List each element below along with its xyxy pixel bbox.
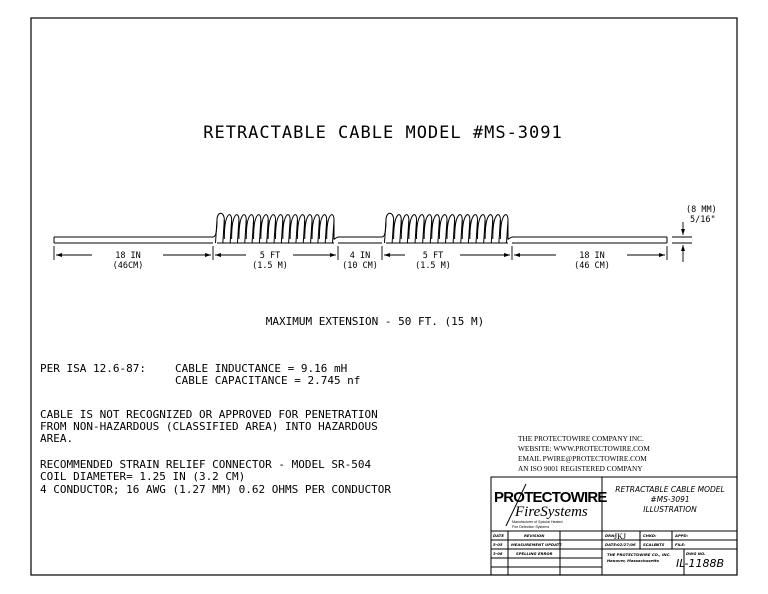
dim-coil1-ft: 5 FT xyxy=(260,251,280,261)
dim-seg2-in: 18 IN xyxy=(579,251,605,261)
dim-coil2-ft: 5 FT xyxy=(423,251,443,261)
coil-turn xyxy=(280,219,284,244)
coil-turn xyxy=(483,219,486,244)
coil-turn xyxy=(429,219,433,244)
coil-turn xyxy=(244,219,247,244)
company-line-4: AN ISO 9001 REGISTERED COMPANY xyxy=(518,464,643,473)
coil-turn xyxy=(215,219,218,244)
company-line-1: THE PROTECTOWIRE COMPANY INC. xyxy=(518,434,644,443)
coil-turn xyxy=(324,219,328,244)
coil-turn xyxy=(391,219,395,244)
coil-turn xyxy=(310,219,313,244)
tb-date-val: 02/27/06 xyxy=(617,542,636,547)
title-block xyxy=(490,476,738,576)
coil-turn xyxy=(251,219,255,244)
note-isa-prefix: PER ISA 12.6-87: xyxy=(40,362,146,375)
coil-right xyxy=(381,212,514,244)
svg-text:PROTECTOWIRE: PROTECTOWIRE xyxy=(494,489,607,506)
company-line-2: WEBSITE: WWW.PROTECTOWIRE.COM xyxy=(518,444,650,453)
dim-coil2-m: (1.5 M) xyxy=(415,261,451,271)
coil-turn xyxy=(452,219,456,244)
svg-text:Manufacturer of Special Heated: Manufacturer of Special Heated xyxy=(512,520,563,524)
coil-turn xyxy=(406,219,410,244)
coil-turn xyxy=(266,219,269,244)
coil-turn xyxy=(273,219,276,244)
coil-turn xyxy=(229,219,233,244)
svg-text:Fire Detection Systems: Fire Detection Systems xyxy=(512,525,549,529)
dimension-arrows xyxy=(56,229,685,257)
tb-desc-3: ILLUSTRATION xyxy=(643,505,697,514)
coil-turn xyxy=(302,219,306,244)
tb-desc-2: #MS-3091 xyxy=(650,495,689,504)
note-capacitance: CABLE CAPACITANCE = 2.745 nf xyxy=(175,374,360,387)
tb-hdr-revision: REVISION xyxy=(524,533,545,538)
coil-path xyxy=(381,212,514,240)
tb-hdr-chkd: CHKD: xyxy=(643,533,657,538)
coil-turn xyxy=(384,219,387,244)
coil-turn xyxy=(490,219,494,244)
drawing-title: RETRACTABLE CABLE MODEL #MS-3091 xyxy=(203,123,563,143)
company-line-3: EMAIL PWIRE@PROTECTOWIRE.COM xyxy=(518,454,647,463)
note-coil-diameter: COIL DIAMETER= 1.25 IN (3.2 CM) xyxy=(40,470,245,483)
coil-turn xyxy=(498,219,501,244)
coil-turn xyxy=(222,219,225,244)
note-warning-2: FROM NON-HAZARDOUS (CLASSIFIED AREA) INT… xyxy=(40,420,378,433)
tb-row1-date: 5-05 xyxy=(493,542,503,547)
note-strain-relief: RECOMMENDED STRAIN RELIEF CONNECTOR - MO… xyxy=(40,458,372,471)
cable-straight-left xyxy=(53,236,213,244)
coil-left xyxy=(212,212,340,244)
coil-turn xyxy=(445,219,448,244)
dim-seg1-cm: (46CM) xyxy=(113,261,144,271)
note-warning-3: AREA. xyxy=(40,432,73,445)
tb-dwg-no: IL-1188B xyxy=(676,557,724,570)
dim-gap-in: 4 IN xyxy=(350,251,370,261)
tb-dwg-label: DWG NO. xyxy=(686,551,706,556)
drawing-border xyxy=(30,17,738,576)
tb-scale-label: SCALE: xyxy=(643,542,658,547)
coil-turn xyxy=(437,219,440,244)
tb-desc-1: RETRACTABLE CABLE MODEL xyxy=(615,485,724,494)
coil-turn xyxy=(422,219,425,244)
dim-seg2-cm: (46 CM) xyxy=(574,261,610,271)
note-warning-1: CABLE IS NOT RECOGNIZED OR APPROVED FOR … xyxy=(40,408,378,421)
coil-turn xyxy=(475,219,478,244)
coil-turn xyxy=(332,219,335,244)
note-inductance: CABLE INDUCTANCE = 9.16 mH xyxy=(175,362,347,375)
svg-text:FireSystems: FireSystems xyxy=(514,504,588,520)
dim-gap-cm: (10 CM) xyxy=(342,261,378,271)
dim-diameter-in: 5/16" xyxy=(690,215,716,225)
coil-turn xyxy=(288,219,291,244)
coil-turn xyxy=(414,219,417,244)
tb-hdr-date: DATE xyxy=(493,533,504,538)
dim-diameter-mm: (8 MM) xyxy=(686,205,717,215)
tb-hdr-drn: DRN: xyxy=(605,533,616,538)
dim-seg1-in: 18 IN xyxy=(115,251,141,261)
protectowire-logo: PROTECTOWIRE FireSystems Manufacturer of… xyxy=(494,483,608,529)
tb-company-small-1: THE PROTECTOWIRE CO., INC. xyxy=(607,552,671,557)
coil-turn xyxy=(506,219,509,244)
tb-row2-rev: SPELLING ERROR xyxy=(516,551,553,556)
coil-turn xyxy=(467,219,471,244)
note-conductor: 4 CONDUCTOR; 16 AWG (1.27 MM) 0.62 OHMS … xyxy=(40,483,391,496)
tb-row2-date: 3-06 xyxy=(493,551,503,556)
cable-straight-right xyxy=(512,236,668,244)
coil-turn xyxy=(236,219,240,244)
tb-company-small-2: Hanover, Massachusetts xyxy=(607,558,660,563)
coil-turn xyxy=(317,219,320,244)
coil-path xyxy=(212,212,340,240)
tb-scale-val: NTS xyxy=(656,542,665,547)
tb-drn-val: JKJ xyxy=(614,532,626,541)
max-extension: MAXIMUM EXTENSION - 50 FT. (15 M) xyxy=(266,315,485,328)
dim-coil1-m: (1.5 M) xyxy=(252,261,288,271)
tb-row1-rev: MEASUREMENT UPDATE xyxy=(511,542,562,547)
coil-turn xyxy=(399,219,402,244)
cable-straight-middle xyxy=(338,236,382,244)
coil-turn xyxy=(258,219,262,244)
tb-date-label: DATE: xyxy=(605,542,618,547)
tb-hdr-apprd: APPD: xyxy=(674,533,689,538)
coil-turn xyxy=(460,219,463,244)
coil-turn xyxy=(295,219,298,244)
tb-file-label: FILE: xyxy=(675,542,686,547)
